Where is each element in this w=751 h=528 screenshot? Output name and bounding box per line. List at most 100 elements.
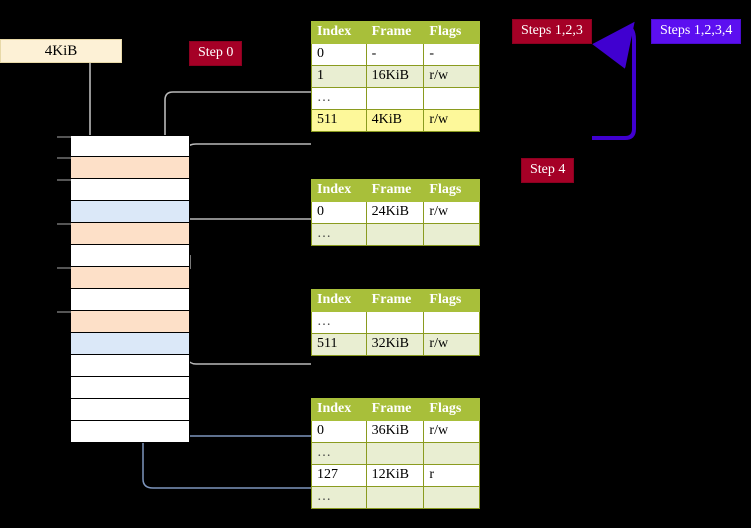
cell-pt-0-0: 0 <box>311 420 367 443</box>
cell-pt-1-1 <box>365 442 425 465</box>
frame-size-label: 4KiB <box>0 39 122 63</box>
cell-pdpt-1-2 <box>423 223 480 246</box>
cell-pml4-3-2: r/w <box>423 109 480 132</box>
table-row: … <box>311 442 480 465</box>
column-header-flags: Flags <box>423 179 480 202</box>
memory-tick <box>57 267 71 269</box>
cell-pt-0-2: r/w <box>423 420 480 443</box>
badge-steps-1-2-3: Steps 1,2,3 <box>512 19 592 44</box>
badge-steps-1-2-3-4: Steps 1,2,3,4 <box>651 19 742 44</box>
cell-pt-2-2: r <box>423 464 480 487</box>
cell-pt-3-1 <box>365 486 425 509</box>
wire-pdpt-0-to-memory <box>177 218 311 270</box>
wire-steps-purple <box>592 28 636 140</box>
cell-pml4-1-1: 16KiB <box>365 65 425 88</box>
ellipsis-text: … <box>317 226 332 241</box>
cell-pd-0-1 <box>365 311 425 334</box>
memory-row <box>57 157 190 179</box>
cell-pdpt-1-0: … <box>311 223 367 246</box>
cell-pml4-0-2: - <box>423 43 480 66</box>
cell-pml4-3-1: 4KiB <box>365 109 425 132</box>
memory-row <box>57 135 190 157</box>
cell-pml4-1-0: 1 <box>311 65 367 88</box>
table-row: … <box>311 87 480 110</box>
table-row: … <box>311 311 480 334</box>
table-row: 0-- <box>311 43 480 66</box>
wire-memory-to-pdpt <box>182 143 311 161</box>
cell-pml4-2-0: … <box>311 87 367 110</box>
memory-column <box>57 135 190 443</box>
frame-size-text: 4KiB <box>44 42 78 59</box>
cell-pml4-2-2 <box>423 87 480 110</box>
memory-tick <box>57 157 71 159</box>
cell-pt-3-2 <box>423 486 480 509</box>
memory-tick <box>57 136 71 138</box>
cell-pd-0-2 <box>423 311 480 334</box>
memory-row <box>57 311 190 333</box>
ellipsis-text: … <box>317 90 332 105</box>
column-header-flags: Flags <box>423 21 480 44</box>
cell-pt-0-1: 36KiB <box>365 420 425 443</box>
wire-memory-to-pd <box>182 339 311 365</box>
column-header-frame: Frame <box>365 289 425 312</box>
wire-pt-127-to-memory <box>132 208 311 489</box>
ellipsis-text: … <box>317 314 332 329</box>
column-header-frame: Frame <box>365 398 425 421</box>
column-header-flags: Flags <box>423 289 480 312</box>
cell-pml4-3-0: 511 <box>311 109 367 132</box>
memory-row <box>70 399 190 421</box>
memory-row <box>57 223 190 245</box>
cell-pdpt-0-2: r/w <box>423 201 480 224</box>
cell-pt-3-0: … <box>311 486 367 509</box>
cell-pml4-0-0: 0 <box>311 43 367 66</box>
cell-pd-0-0: … <box>311 311 367 334</box>
table-row: … <box>311 486 480 509</box>
cell-pd-1-2: r/w <box>423 333 480 356</box>
column-header-index: Index <box>311 398 367 421</box>
badge-step-4: Step 4 <box>521 158 575 183</box>
memory-row <box>70 421 190 443</box>
cell-pml4-2-1 <box>365 87 425 110</box>
cell-pml4-0-1: - <box>365 43 425 66</box>
cell-pt-1-0: … <box>311 442 367 465</box>
column-header-frame: Frame <box>365 179 425 202</box>
memory-row <box>70 201 190 223</box>
cell-pd-1-0: 511 <box>311 333 367 356</box>
badge-step-0: Step 0 <box>189 41 243 66</box>
memory-row <box>70 245 190 267</box>
memory-row <box>70 289 190 311</box>
wire-pml4-511-to-memory <box>163 91 311 203</box>
cell-pt-2-1: 12KiB <box>365 464 425 487</box>
ellipsis-text: … <box>317 489 332 504</box>
column-header-flags: Flags <box>423 398 480 421</box>
cell-pdpt-1-1 <box>365 223 425 246</box>
cell-pt-1-2 <box>423 442 480 465</box>
column-header-index: Index <box>311 289 367 312</box>
cell-pd-1-1: 32KiB <box>365 333 425 356</box>
table-row: … <box>311 223 480 246</box>
memory-row <box>57 267 190 289</box>
cell-pml4-1-2: r/w <box>423 65 480 88</box>
memory-row <box>70 355 190 377</box>
memory-row <box>70 377 190 399</box>
column-header-index: Index <box>311 21 367 44</box>
cell-pdpt-0-1: 24KiB <box>365 201 425 224</box>
column-header-index: Index <box>311 179 367 202</box>
ellipsis-text: … <box>317 445 332 460</box>
column-header-frame: Frame <box>365 21 425 44</box>
cell-pt-2-0: 127 <box>311 464 367 487</box>
